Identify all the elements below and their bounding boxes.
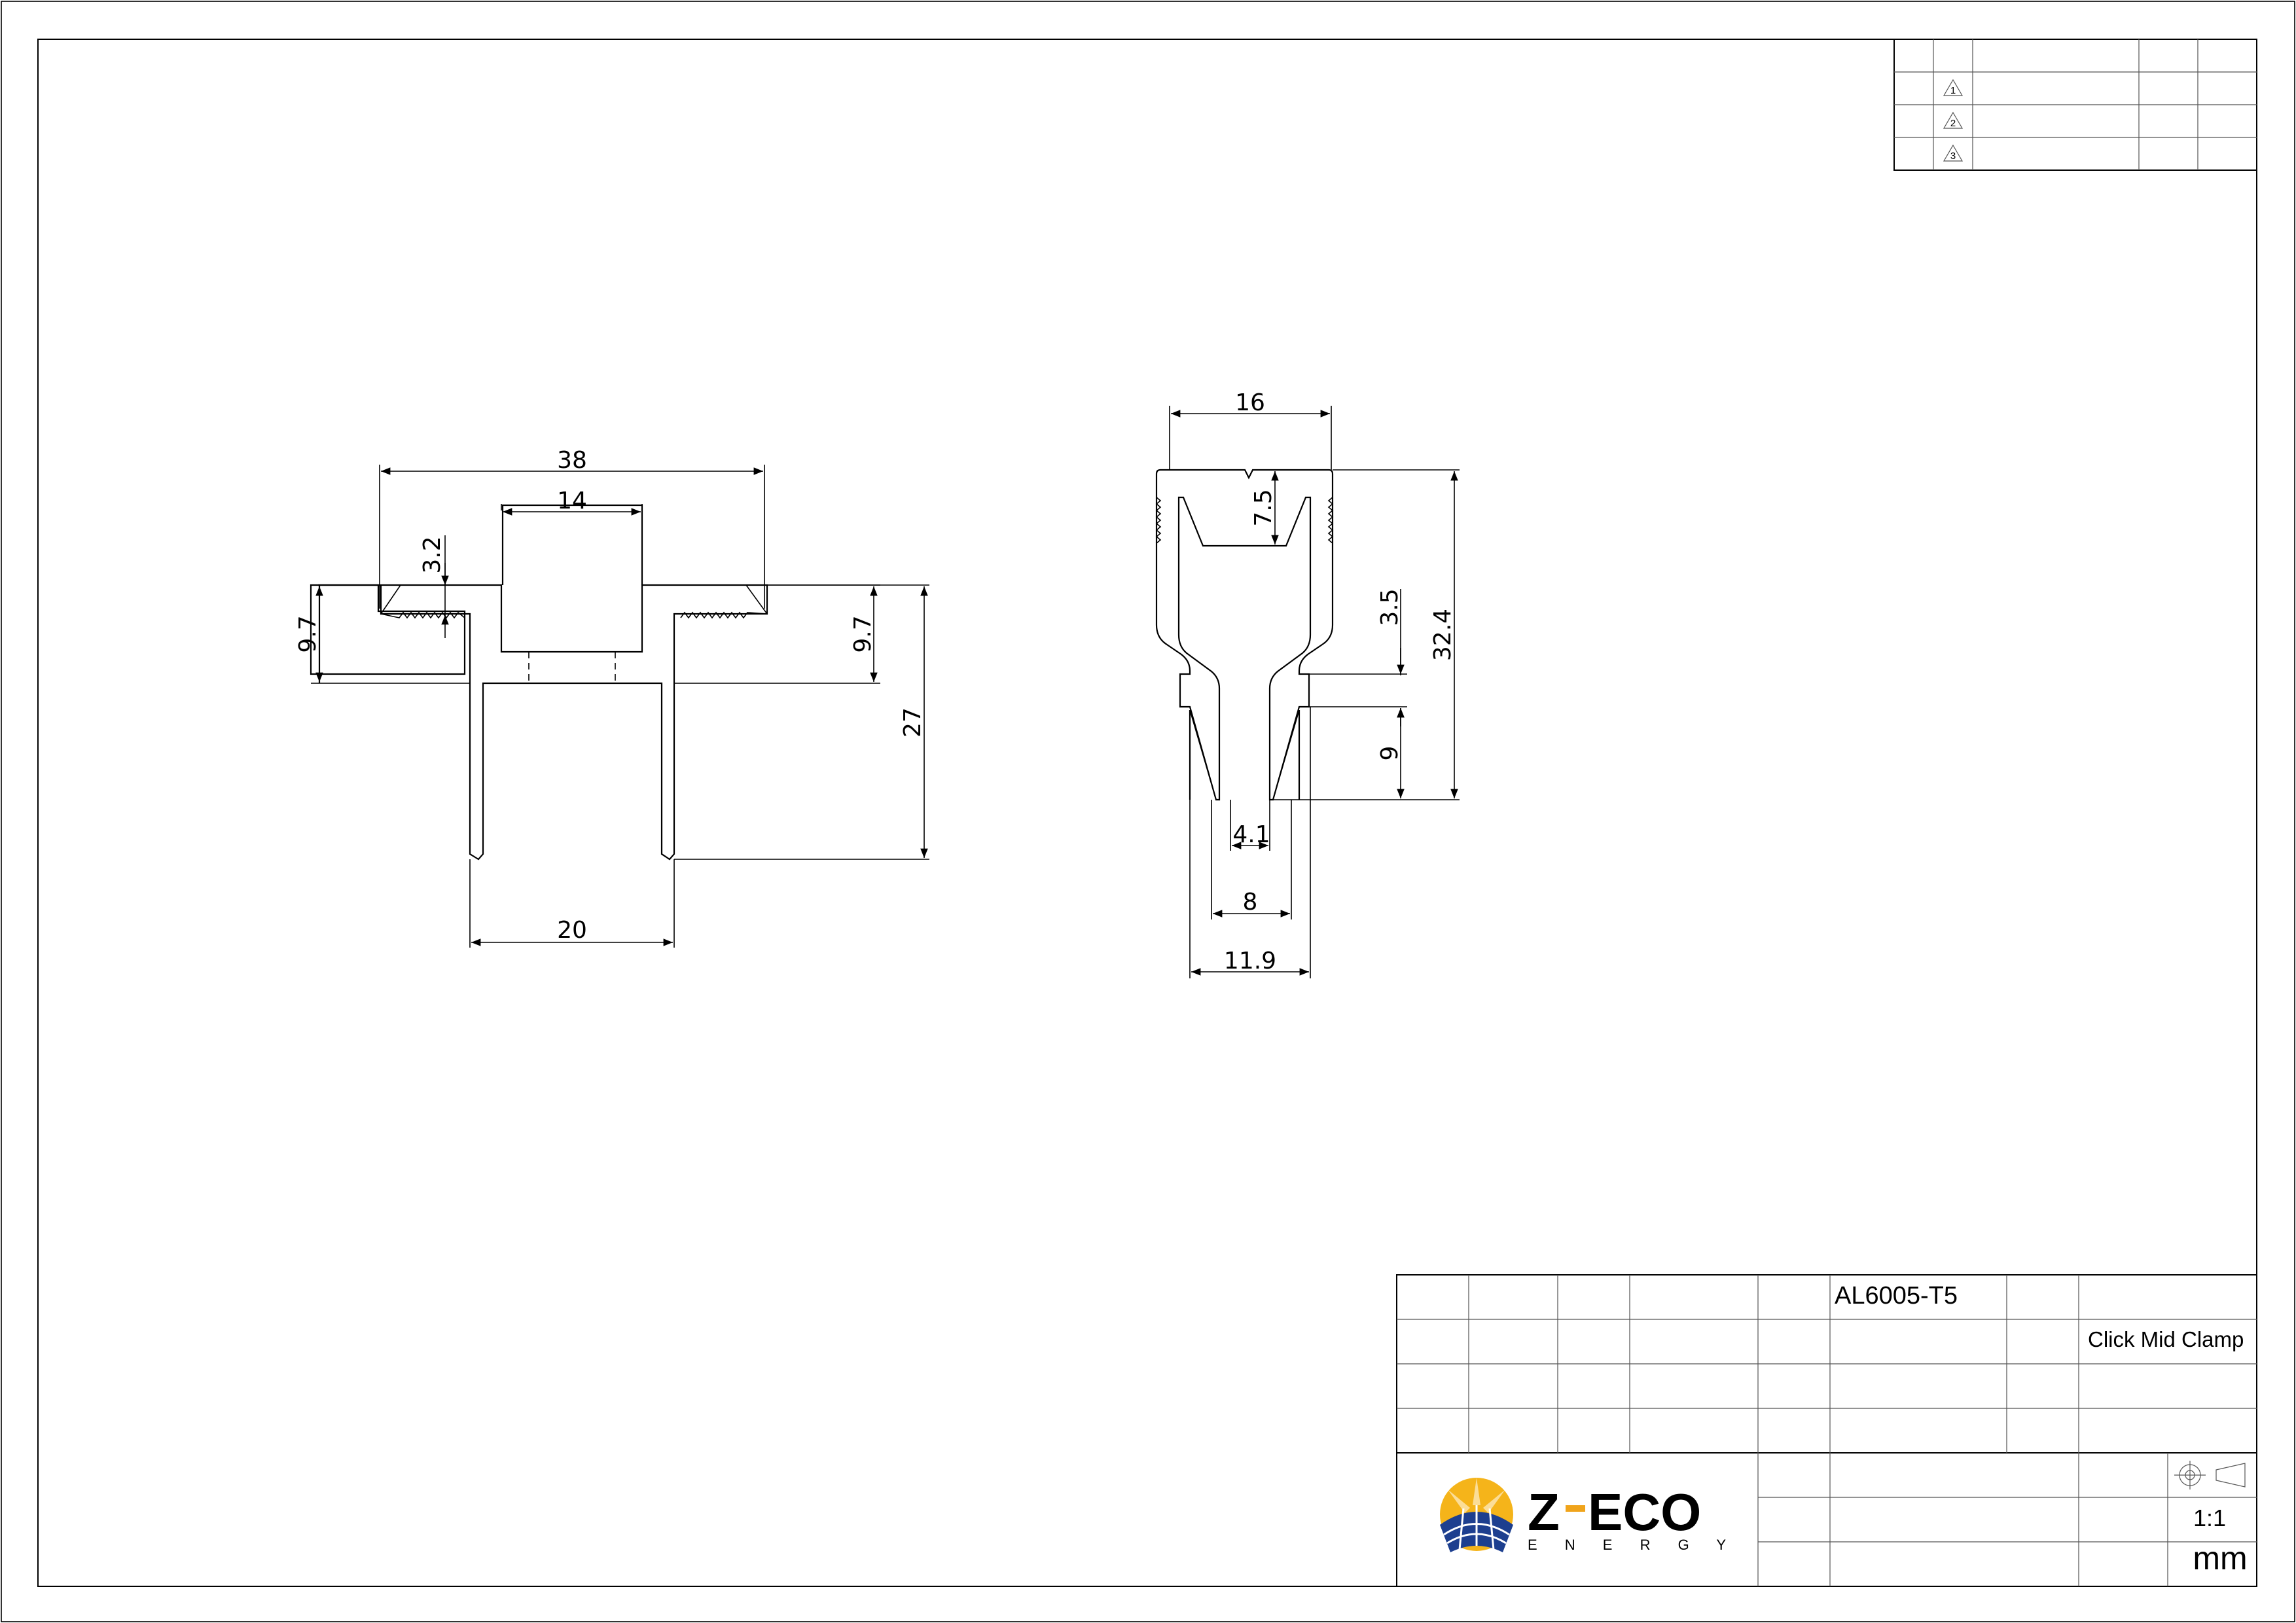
- side-view-dimensions: 16 7.5 32.4 3.5 9 4.1 8 11.9: [1169, 389, 1460, 978]
- dim-16: 16: [1235, 389, 1265, 416]
- dim-4-1: 4.1: [1232, 821, 1270, 848]
- projection-symbol-icon: [2174, 1461, 2246, 1489]
- scale-text: 1:1: [2193, 1505, 2226, 1531]
- dim-3-2: 3.2: [419, 536, 446, 573]
- dim-20: 20: [557, 917, 587, 944]
- side-view: [1155, 469, 1334, 801]
- svg-text:1: 1: [1950, 85, 1956, 96]
- dim-14: 14: [557, 488, 587, 514]
- dim-7-5: 7.5: [1250, 489, 1277, 526]
- dim-32-4: 32.4: [1429, 609, 1456, 661]
- dim-9-7-left: 9.7: [295, 615, 321, 652]
- svg-text:3: 3: [1950, 151, 1956, 162]
- dim-27: 27: [899, 707, 926, 738]
- dim-8: 8: [1243, 889, 1258, 916]
- title-block: AL6005-T5 Click Mid Clamp 1:1 mm Z ECO E…: [1396, 1274, 2257, 1587]
- drawing-frame: [37, 39, 2257, 1587]
- dim-38: 38: [557, 447, 587, 474]
- revision-table: 1 2 3: [1893, 39, 2257, 171]
- revision-marker-2: 2: [1943, 111, 1964, 129]
- logo-dash: [1566, 1505, 1585, 1512]
- dim-11-9: 11.9: [1224, 948, 1276, 974]
- front-view-dimensions: 38 14 3.2 9.7 9.7 27 20: [295, 447, 929, 948]
- dim-3-5: 3.5: [1376, 588, 1403, 626]
- logo-brand-left: Z: [1528, 1483, 1560, 1541]
- logo-tagline: E N E R G Y: [1528, 1537, 1738, 1553]
- material-text: AL6005-T5: [1835, 1282, 1958, 1310]
- svg-text:2: 2: [1950, 118, 1956, 129]
- unit-text: mm: [2193, 1540, 2247, 1577]
- part-name-text: Click Mid Clamp: [2088, 1327, 2244, 1351]
- sun-panel-icon: [1440, 1478, 1513, 1552]
- revision-marker-1: 1: [1943, 79, 1964, 96]
- logo-brand-right: ECO: [1588, 1483, 1701, 1541]
- dim-9: 9: [1376, 746, 1403, 761]
- revision-marker-3: 3: [1943, 144, 1964, 162]
- dim-9-7-right: 9.7: [850, 615, 876, 652]
- company-logo: Z ECO E N E R G Y: [1440, 1478, 1738, 1553]
